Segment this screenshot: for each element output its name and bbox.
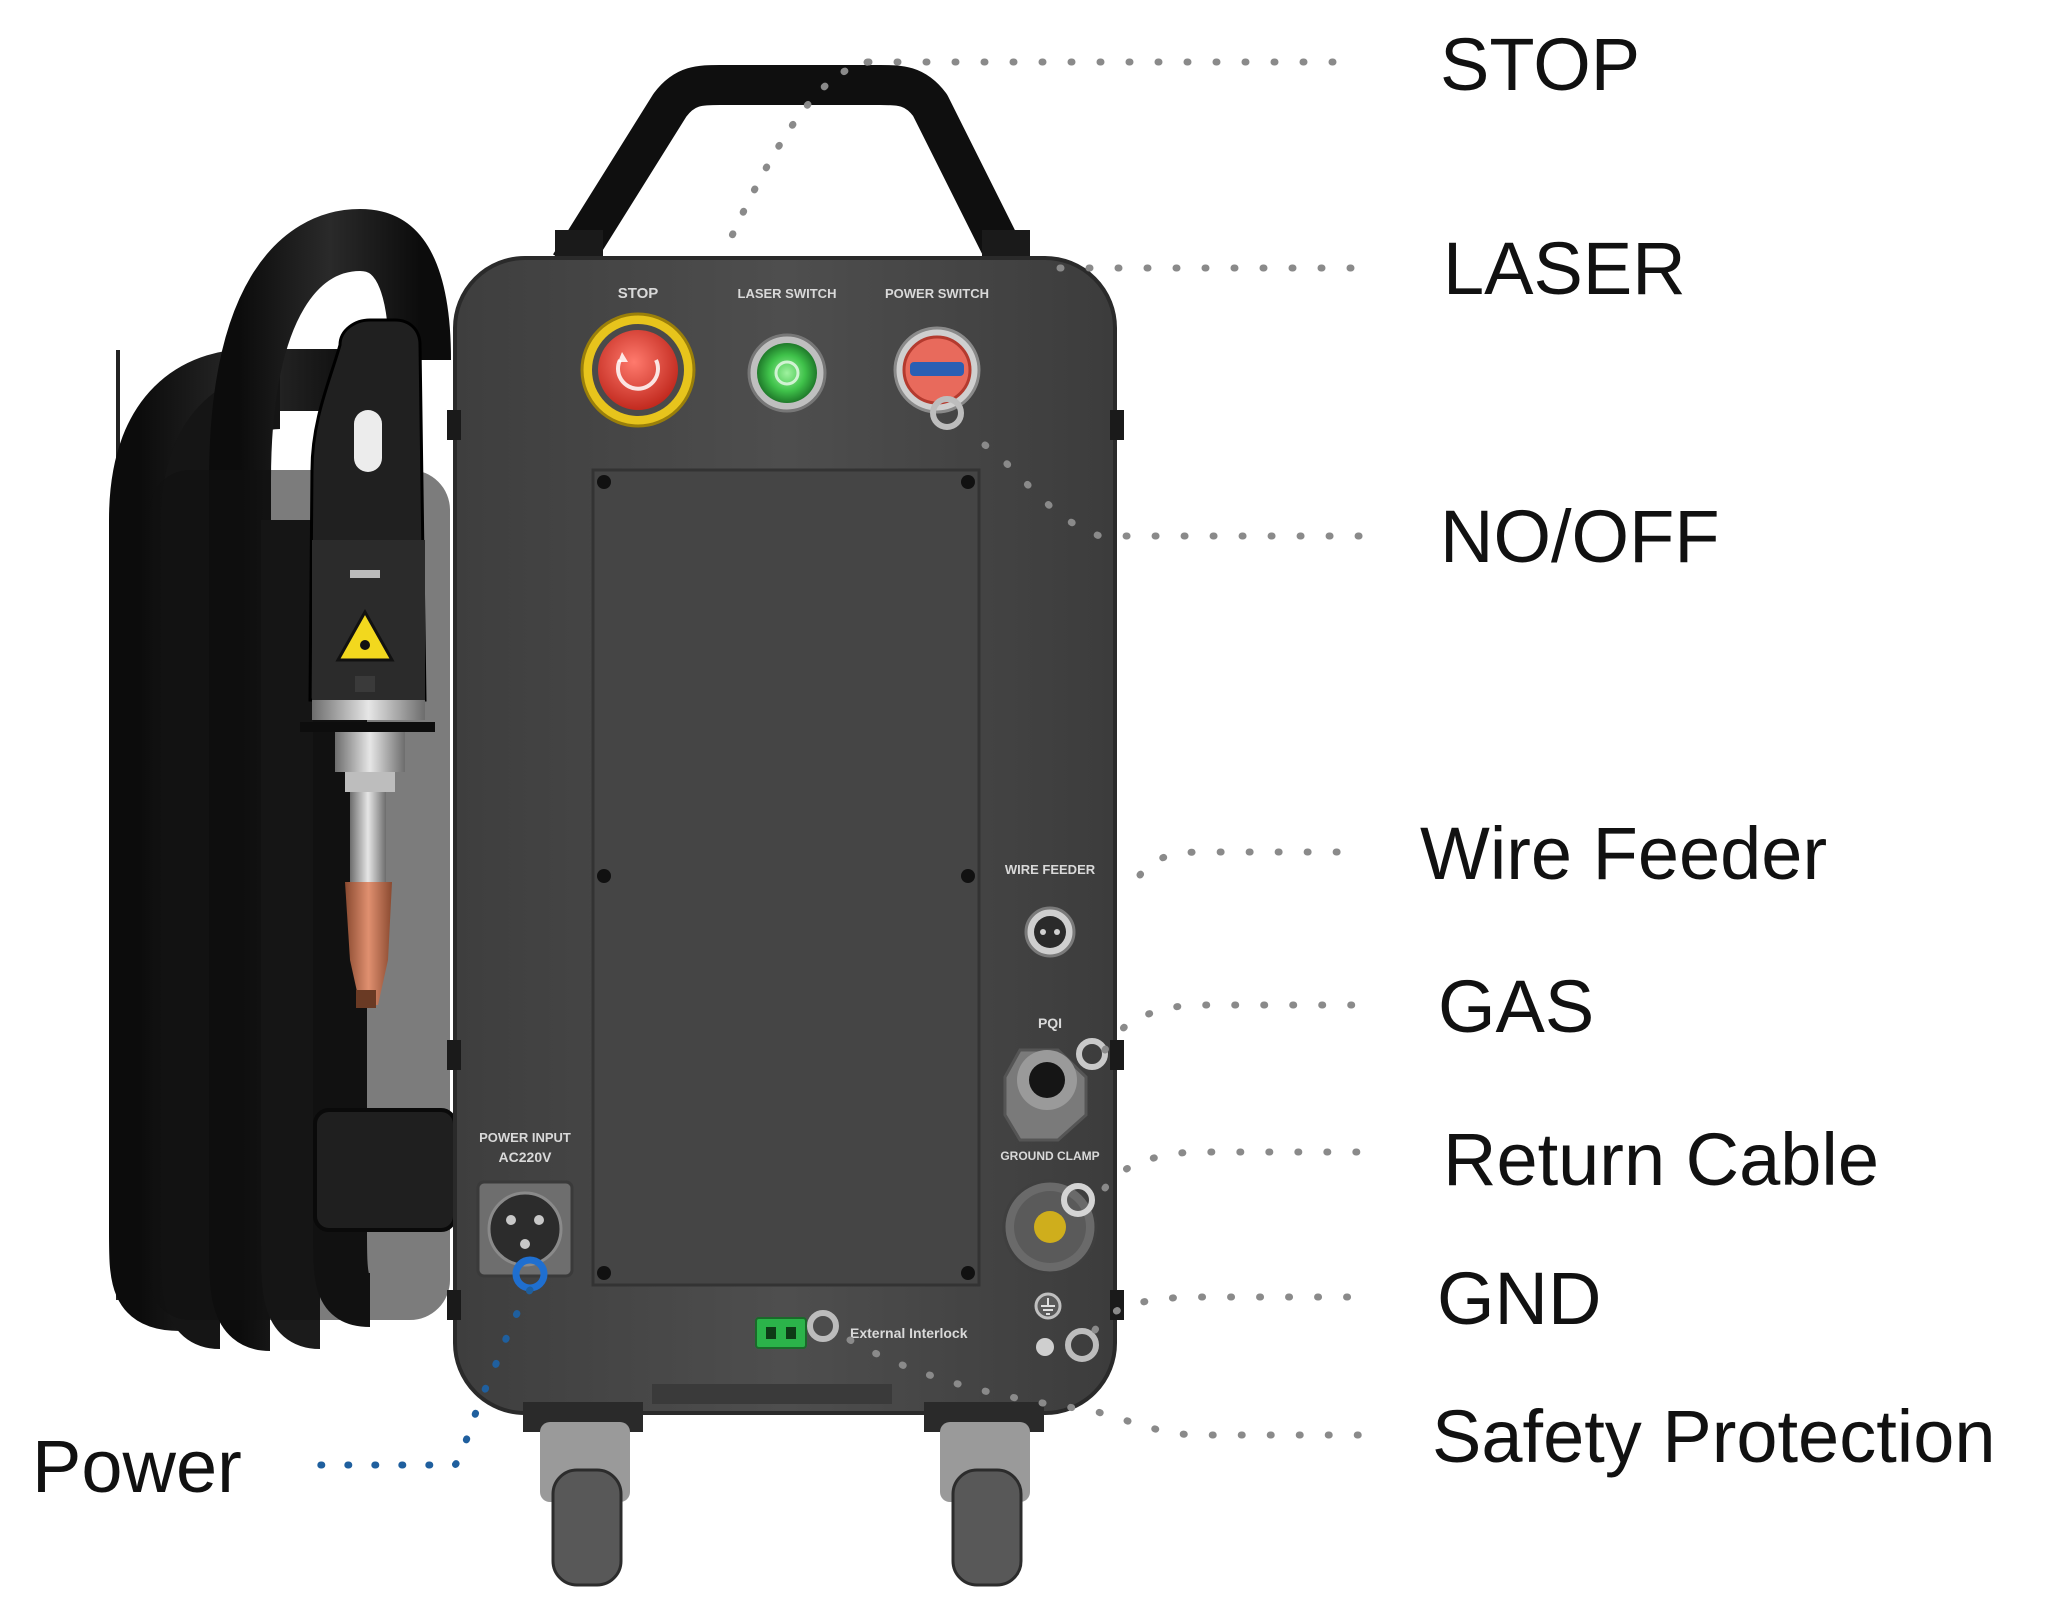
wire-feeder-connector[interactable] <box>1024 906 1076 958</box>
callout-laser: LASER <box>1443 227 1686 310</box>
panel-power-voltage-label: AC220V <box>499 1149 553 1165</box>
panel-ground-clamp-label: GROUND CLAMP <box>1000 1149 1099 1163</box>
carry-handle <box>553 65 1030 276</box>
panel-power-switch-label: POWER SWITCH <box>885 286 989 301</box>
gnd-terminal[interactable] <box>1034 1292 1099 1362</box>
front-panel <box>591 468 981 1287</box>
panel-wire-feeder-label: WIRE FEEDER <box>1005 862 1096 877</box>
panel-laser-switch-label: LASER SWITCH <box>738 286 837 301</box>
laser-switch-button[interactable] <box>747 333 827 413</box>
callout-safety-protection: Safety Protection <box>1432 1395 1996 1478</box>
stop-button[interactable] <box>580 312 696 428</box>
callout-no-off: NO/OFF <box>1440 495 1720 578</box>
callout-return-cable: Return Cable <box>1443 1118 1880 1201</box>
panel-power-input-label: POWER INPUT <box>479 1130 571 1145</box>
laser-warning-icon <box>335 608 395 662</box>
callout-stop: STOP <box>1440 23 1641 106</box>
machine-body <box>447 256 1124 1415</box>
gas-connector[interactable] <box>1003 1038 1108 1142</box>
leader-lines <box>306 58 1364 1469</box>
base-and-wheels <box>523 1384 1044 1587</box>
panel-pqi-label: PQI <box>1038 1015 1062 1031</box>
ground-icon <box>1041 1298 1055 1315</box>
external-interlock-connector[interactable] <box>755 1310 839 1349</box>
panel-stop-label: STOP <box>618 285 659 302</box>
return-cable-connector[interactable] <box>1002 1179 1098 1275</box>
callout-wire-feeder: Wire Feeder <box>1420 812 1828 895</box>
welding-gun <box>300 318 435 1008</box>
callout-power: Power <box>32 1425 242 1508</box>
callout-gas: GAS <box>1438 965 1595 1048</box>
power-input-connector[interactable] <box>476 1180 574 1292</box>
callout-gnd: GND <box>1437 1257 1602 1340</box>
panel-external-interlock-label: External Interlock <box>850 1325 968 1341</box>
power-switch-key[interactable] <box>893 326 981 430</box>
